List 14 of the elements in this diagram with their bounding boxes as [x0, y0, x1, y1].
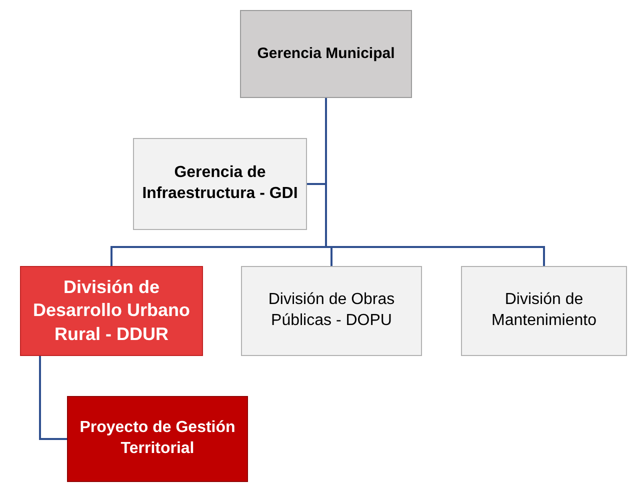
connector-line [39, 356, 67, 440]
box-label: Gerencia Municipal [257, 44, 395, 64]
box-label: División de Mantenimiento [490, 290, 598, 331]
connector-line [325, 98, 545, 266]
box-label: Gerencia de Infraestructura - GDI [141, 163, 299, 204]
box-label: División de Obras Públicas - DOPU [267, 290, 396, 331]
box-label: Proyecto de Gestión Territorial [78, 418, 236, 459]
org-box [241, 266, 422, 356]
org-box [133, 138, 307, 230]
org-box [461, 266, 627, 356]
org-box [240, 10, 412, 98]
box-label: División de Desarrollo Urbano Rural - DDUR [32, 276, 192, 346]
org-box [67, 396, 248, 482]
org-box [20, 266, 203, 356]
